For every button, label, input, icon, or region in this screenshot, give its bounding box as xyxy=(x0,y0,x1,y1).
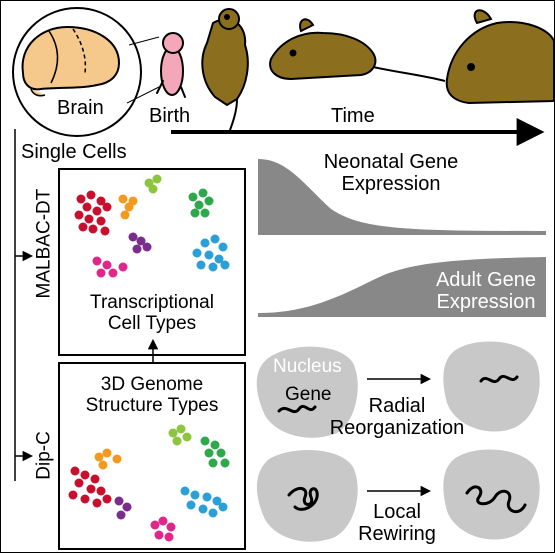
cluster-magenta xyxy=(92,256,128,278)
cluster-purple-2 xyxy=(114,496,132,520)
rewiring-nucleus-after xyxy=(443,449,540,540)
genome-types-box xyxy=(58,362,246,550)
neonatal-line1: Neonatal Gene xyxy=(323,151,459,173)
transcriptional-types-line1: Transcriptional xyxy=(90,292,214,313)
adult-line2: Expression xyxy=(436,291,536,313)
birth-label: Birth xyxy=(149,105,191,127)
neonatal-expression-label: Neonatal Gene Expression xyxy=(291,151,491,195)
brain-label: Brain xyxy=(57,97,104,119)
adult-line1: Adult Gene xyxy=(435,269,537,291)
rewiring-nucleus-before xyxy=(256,449,358,542)
adolescent-mouse-icon xyxy=(269,18,446,82)
chromatin-icon xyxy=(287,487,319,511)
local-rewiring-label: Local Rewiring xyxy=(337,501,457,545)
cluster-magenta-2 xyxy=(150,516,176,542)
transcriptional-types-line2: Cell Types xyxy=(107,312,197,334)
cluster-orange-2 xyxy=(94,448,122,470)
genome-clusters xyxy=(68,424,230,542)
transcriptional-clusters xyxy=(74,174,230,278)
cluster-blue xyxy=(192,234,230,272)
nucleus-label: Nucleus xyxy=(273,356,342,377)
cluster-orange xyxy=(118,194,138,220)
newborn-pup-icon xyxy=(156,32,186,98)
cluster-red-2 xyxy=(68,466,112,508)
rewiring-line1: Local xyxy=(373,501,421,523)
cluster-purple xyxy=(128,232,152,254)
cluster-red xyxy=(74,190,112,236)
cluster-green-2 xyxy=(200,436,230,468)
adult-expression-curve xyxy=(258,257,546,317)
radial-line1: Radial xyxy=(368,395,426,417)
cluster-green xyxy=(188,188,214,218)
brain-icon xyxy=(21,25,121,91)
cluster-lime-2 xyxy=(168,424,192,446)
adult-mouse-icon xyxy=(445,9,554,105)
single-cells-label: Single Cells xyxy=(21,141,127,163)
brain-inset xyxy=(12,7,160,137)
chromatin-icon xyxy=(479,374,519,384)
workflow-bracket xyxy=(14,129,34,481)
genome-types-line1: 3D Genome xyxy=(100,374,204,395)
genome-types-line2: Structure Types xyxy=(85,394,219,416)
neonatal-line2: Expression xyxy=(341,173,441,195)
radial-nucleus-after xyxy=(443,341,540,432)
genome-types-title: 3D Genome Structure Types xyxy=(61,374,243,417)
chromatin-icon xyxy=(277,404,317,414)
radial-nucleus-before xyxy=(256,346,358,438)
time-label: Time xyxy=(331,105,375,127)
malbac-dt-label: MALBAC-DT xyxy=(33,188,55,299)
cluster-lime xyxy=(144,174,162,194)
adult-expression-label: Adult Gene Expression xyxy=(421,269,551,313)
dip-c-label: Dip-C xyxy=(33,431,55,480)
radial-line2: Reorganization xyxy=(329,417,465,439)
juvenile-mouse-icon xyxy=(201,8,249,134)
gene-label: Gene xyxy=(285,384,332,405)
cluster-blue-2 xyxy=(180,486,228,518)
transcriptional-types-title: Transcriptional Cell Types xyxy=(61,292,243,335)
neonatal-expression-curve xyxy=(258,159,546,235)
chromatin-icon xyxy=(465,485,527,514)
transcriptional-types-box xyxy=(58,168,246,356)
rewiring-line2: Rewiring xyxy=(358,523,436,545)
radial-reorganization-label: Radial Reorganization xyxy=(317,395,477,439)
